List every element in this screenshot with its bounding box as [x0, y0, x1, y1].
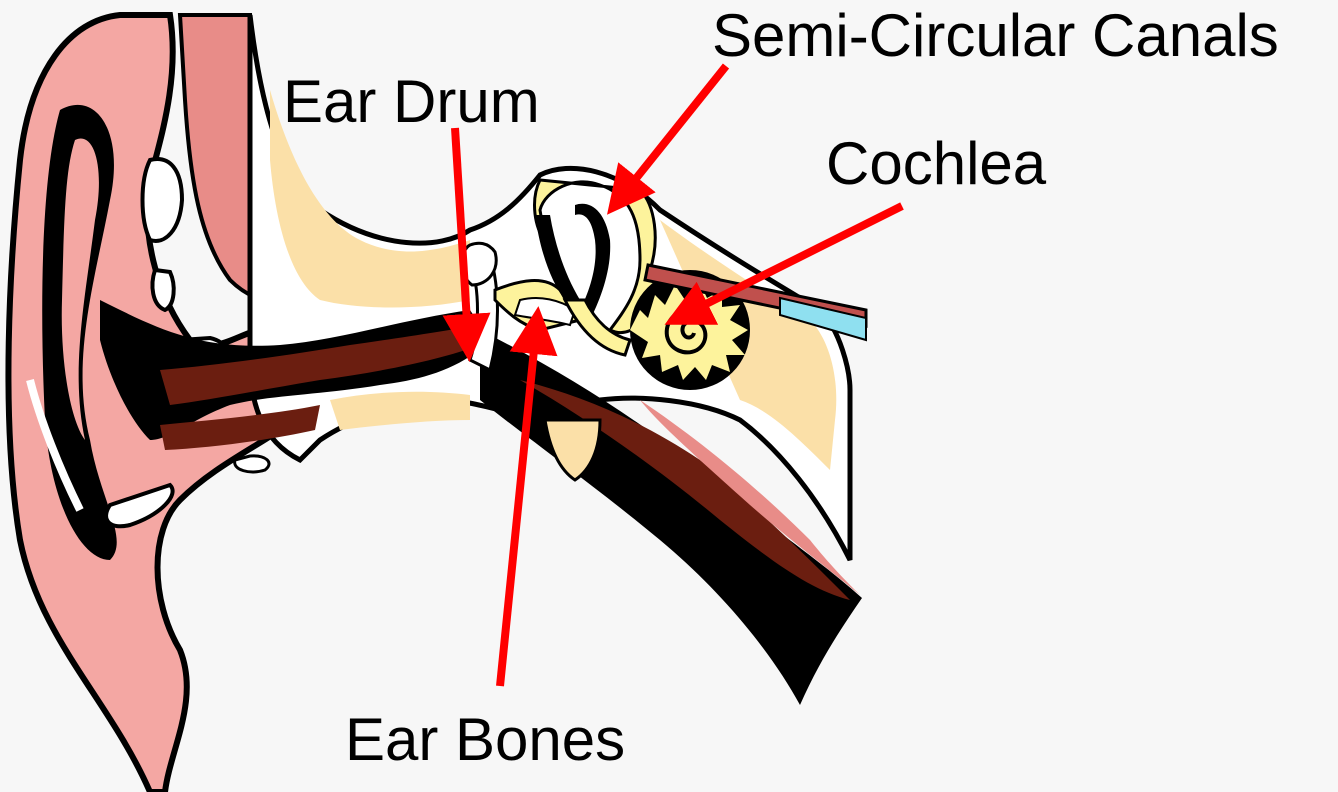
arrow-semicircular-canals	[622, 66, 726, 196]
label-ear-bones: Ear Bones	[345, 710, 625, 770]
label-semicircular-canals: Semi-Circular Canals	[712, 6, 1279, 66]
label-cochlea: Cochlea	[826, 134, 1046, 194]
label-ear-drum: Ear Drum	[283, 72, 540, 132]
